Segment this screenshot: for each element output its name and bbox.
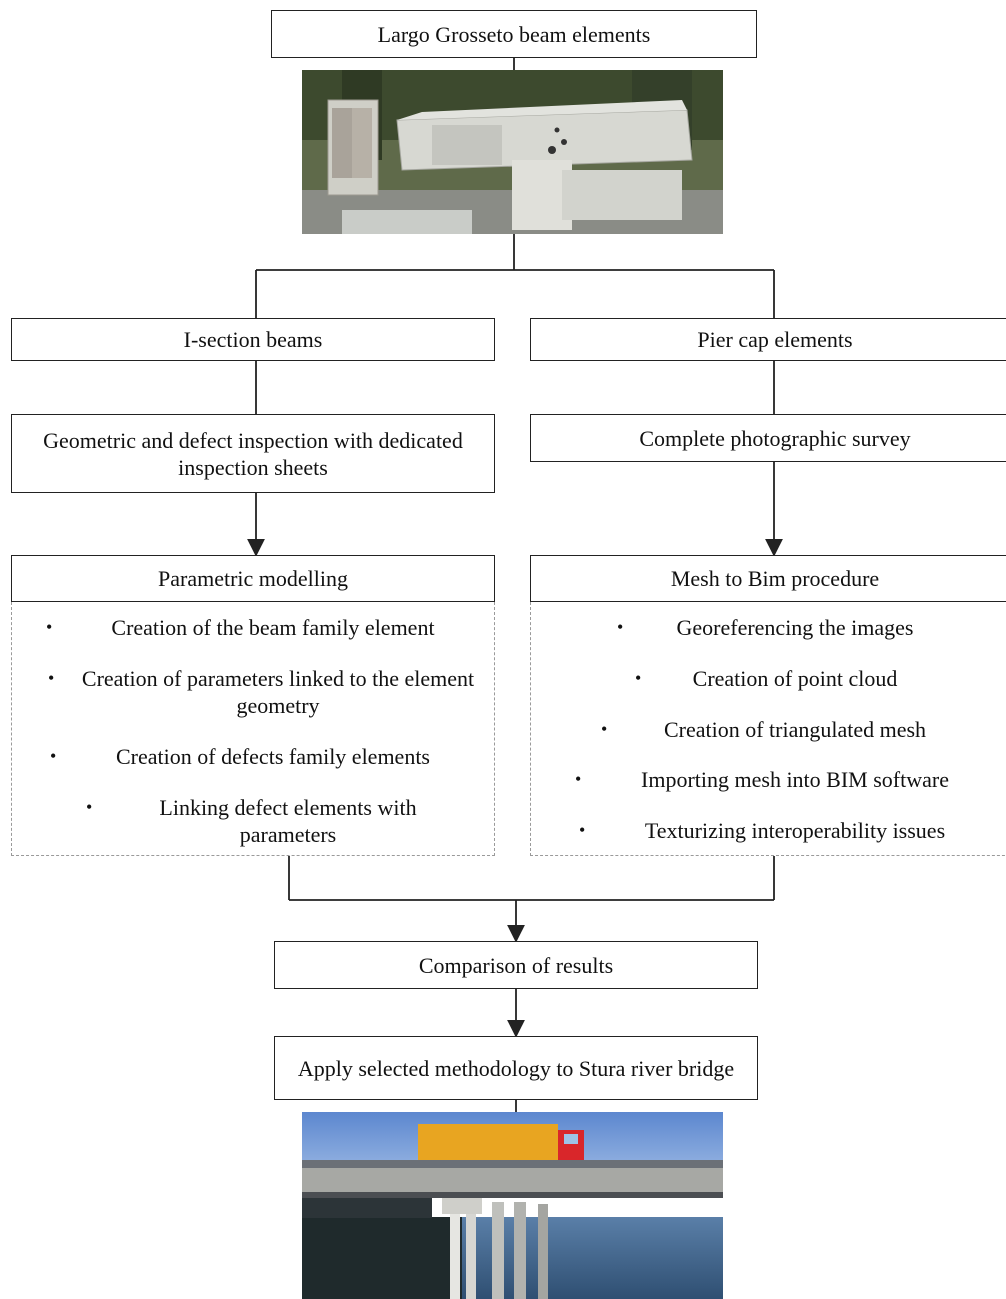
beam-elements-photo: [302, 70, 723, 234]
node-largo-grosseto: Largo Grosseto beam elements: [271, 10, 757, 58]
list-item: • Creation of parameters linked to the e…: [48, 666, 475, 718]
bullet-icon: •: [86, 797, 93, 817]
node-geometric-defect-inspection: Geometric and defect inspection with ded…: [11, 414, 495, 493]
list-item: • Creation of defects family elements: [50, 744, 430, 769]
stura-bridge-photo: [302, 1112, 723, 1299]
list-item: • Texturizing interoperability issues: [579, 818, 946, 843]
list-item: • Creation of the beam family element: [46, 615, 435, 640]
node-photographic-survey: Complete photographic survey: [530, 414, 1006, 462]
node-parametric-modelling: Parametric modelling: [11, 555, 495, 602]
list-item: • Linking defect elements with parameter…: [86, 795, 417, 847]
node-comparison-of-results: Comparison of results: [274, 941, 758, 989]
beam-elements-image: [302, 70, 723, 234]
mesh-to-bim-steps: • Georeferencing the images • Creation o…: [530, 602, 1006, 856]
parametric-modelling-steps: • Creation of the beam family element • …: [11, 602, 495, 856]
node-apply-methodology: Apply selected methodology to Stura rive…: [274, 1036, 758, 1100]
bullet-icon: •: [635, 668, 642, 688]
bullet-icon: •: [48, 668, 55, 688]
node-i-section-beams: I-section beams: [11, 318, 495, 361]
stura-bridge-image: [302, 1112, 723, 1299]
bullet-icon: •: [575, 769, 582, 789]
list-item: • Creation of triangulated mesh: [601, 717, 927, 742]
bullet-icon: •: [601, 719, 608, 739]
node-pier-cap-elements: Pier cap elements: [530, 318, 1006, 361]
bullet-icon: •: [46, 617, 53, 637]
list-item: • Importing mesh into BIM software: [575, 767, 949, 792]
list-item: • Georeferencing the images: [617, 615, 914, 640]
bullet-icon: •: [617, 617, 624, 637]
bullet-icon: •: [50, 746, 57, 766]
bullet-icon: •: [579, 820, 586, 840]
list-item: • Creation of point cloud: [635, 666, 898, 691]
node-mesh-to-bim: Mesh to Bim procedure: [530, 555, 1006, 602]
